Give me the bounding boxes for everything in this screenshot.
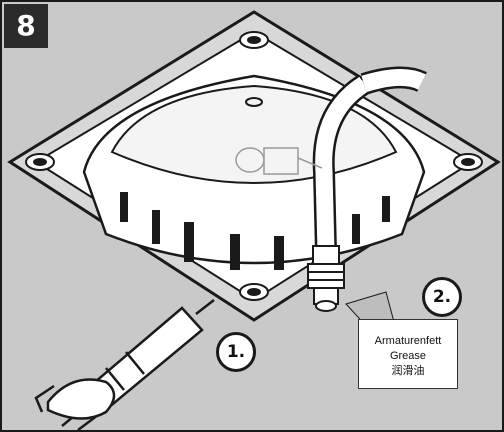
grease-tag-line-3: 润滑油 [391,365,425,377]
grease-tag-line-1: Armaturenfett [374,335,442,347]
hose-top-inner [361,69,426,93]
callout-2: 2. [422,277,462,317]
ghost-connector [235,147,323,175]
dome-hole [245,97,263,107]
grease-tag: Armaturenfett Grease 润滑油 [358,319,458,389]
grease-gun-icon [34,299,215,430]
corner-holes [25,31,483,301]
hose-inner [315,76,369,253]
callout-1: 1. [216,332,256,372]
body-ribs [120,192,390,270]
step-number-badge: 8 [4,4,48,48]
grease-tag-line-2: Grease [389,350,427,362]
hose-fitting [307,245,345,312]
